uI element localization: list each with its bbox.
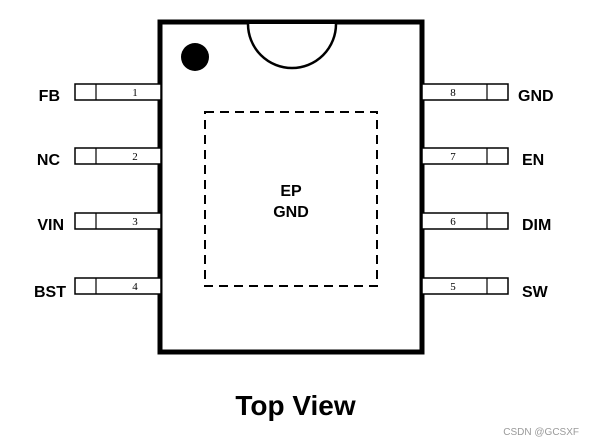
- pin-number: 8: [450, 87, 456, 99]
- pin-name: EN: [522, 152, 544, 169]
- pin-1: 1 FB: [39, 83, 162, 105]
- pin-7: 7 EN: [421, 147, 544, 169]
- pin-8: 8 GND: [421, 83, 554, 105]
- pin-name: GND: [518, 88, 554, 105]
- pin-number: 6: [450, 216, 456, 228]
- pin-3: 3 VIN: [37, 212, 162, 234]
- pin-6: 6 DIM: [421, 212, 551, 234]
- pin1-indicator-dot: [181, 43, 209, 71]
- pin-name: VIN: [37, 217, 64, 234]
- pin-name: FB: [39, 88, 60, 105]
- pin-number: 7: [450, 151, 456, 163]
- pin-number: 4: [132, 281, 138, 293]
- pin-number: 3: [132, 216, 138, 228]
- watermark: CSDN @GCSXF: [503, 427, 579, 438]
- pin-2: 2 NC: [37, 147, 162, 169]
- pin-5: 5 SW: [421, 277, 549, 301]
- pin-name: NC: [37, 152, 61, 169]
- pin-name: BST: [34, 284, 66, 301]
- view-title: Top View: [235, 390, 356, 421]
- pin-name: DIM: [522, 217, 551, 234]
- package-body: [157, 19, 425, 355]
- pin-4: 4 BST: [34, 277, 162, 301]
- orientation-notch: [246, 23, 338, 70]
- pin-number: 2: [132, 151, 138, 163]
- pin-number: 1: [132, 87, 138, 99]
- pin-name: SW: [522, 284, 549, 301]
- pin-number: 5: [450, 281, 456, 293]
- exposed-pad-label-gnd: GND: [273, 204, 309, 221]
- exposed-pad-label-ep: EP: [280, 183, 302, 200]
- exposed-pad: [204, 111, 378, 287]
